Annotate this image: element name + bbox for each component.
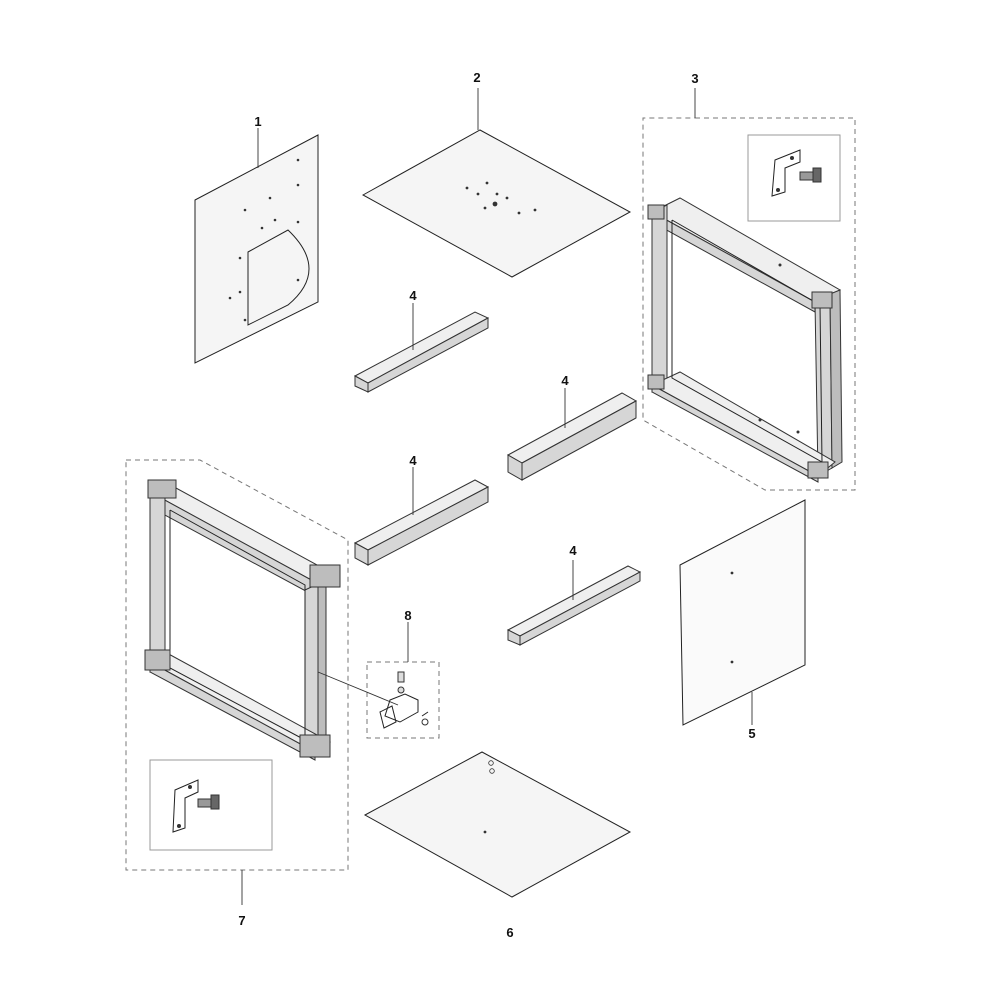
callout-4-upper-left: 4 [409,288,417,303]
callout-6: 6 [506,925,513,940]
part-4-rail-lower-right [506,565,642,646]
part-1-side-panel [194,134,319,364]
part-4-rail-middle-left [353,479,490,566]
callout-8: 8 [404,608,411,623]
part-8-latch-hardware [379,671,429,729]
callout-4-upper-right: 4 [561,373,569,388]
callout-5: 5 [748,726,755,741]
part-3-group-outline [642,117,856,491]
part-7-frame [144,479,341,761]
part-3-bracket-inset [747,134,841,222]
callout-3: 3 [691,71,698,86]
part-8-group-outline [366,661,440,739]
part-6-bottom-panel [363,751,632,898]
part-4-rail-upper-left [353,311,490,393]
callout-4-middle-left: 4 [409,453,417,468]
callout-2: 2 [473,70,480,85]
part-3-bracket-icon [771,149,822,197]
callout-4-lower-right: 4 [569,543,577,558]
part-2-top-panel [361,129,632,278]
callout-7: 7 [238,913,245,928]
part-7-group-outline [125,459,349,871]
part-7-bracket-icon [172,779,220,833]
callout-1: 1 [254,114,261,129]
part-4-rail-upper-right [506,392,638,481]
part-3-frame [647,197,843,483]
part-5-side-panel [679,499,806,726]
